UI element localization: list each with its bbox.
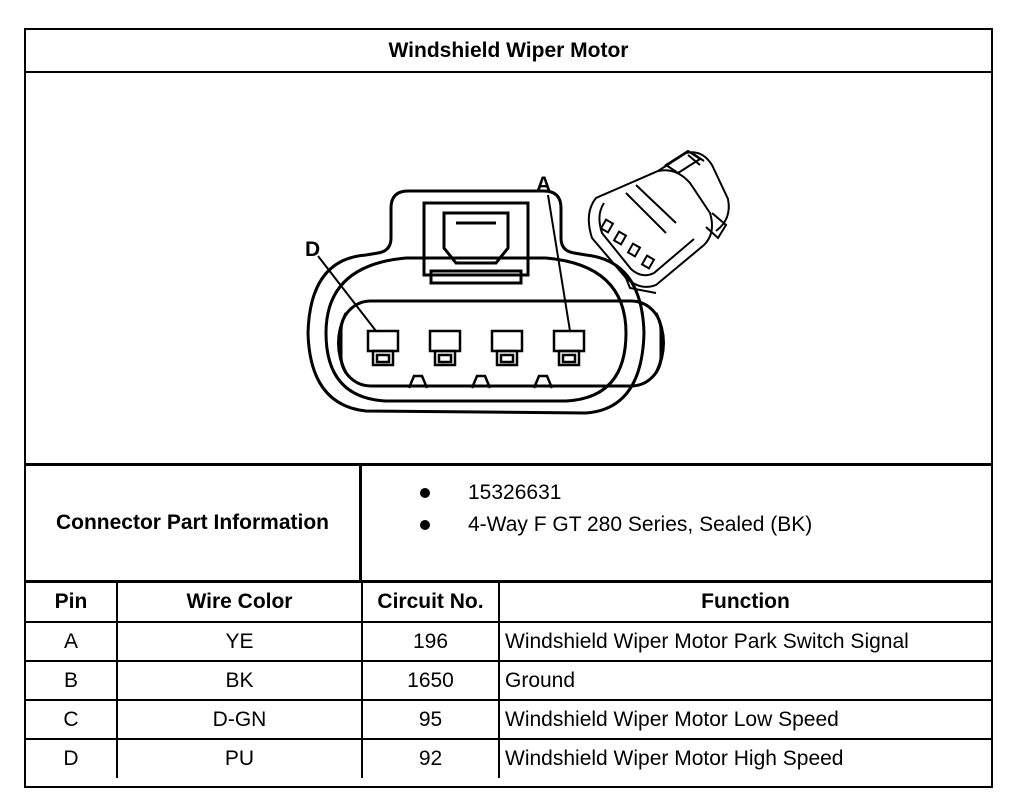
part-number: 15326631 <box>468 481 562 504</box>
page-title: Windshield Wiper Motor <box>26 30 991 73</box>
cell-wire-color: PU <box>116 738 363 778</box>
bullet-icon <box>420 488 430 498</box>
callout-leaders <box>317 194 571 332</box>
connector-inner-housing <box>324 256 628 403</box>
table-row: C D-GN 95 Windshield Wiper Motor Low Spe… <box>26 699 991 740</box>
cell-wire-color: YE <box>116 621 363 662</box>
callout-d: D <box>305 238 320 261</box>
pinout-table: Pin Wire Color Circuit No. Function A YE… <box>26 583 991 778</box>
connector-info-list: 15326631 4-Way F GT 280 Series, Sealed (… <box>362 466 991 580</box>
latch-arm <box>442 211 510 265</box>
connector-info-label: Connector Part Information <box>26 466 362 580</box>
cell-circuit-no: 92 <box>361 738 500 778</box>
cell-circuit-no: 1650 <box>361 660 500 701</box>
connector-isometric-view <box>587 149 730 294</box>
connector-outer-housing <box>306 189 646 415</box>
leader-d <box>317 255 377 332</box>
table-row: D PU 92 Windshield Wiper Motor High Spee… <box>26 738 991 778</box>
cell-function: Windshield Wiper Motor Low Speed <box>498 699 991 740</box>
header-wire-color: Wire Color <box>116 583 363 623</box>
terminal-d <box>366 329 400 367</box>
leader-a <box>547 194 571 332</box>
cell-function: Windshield Wiper Motor High Speed <box>498 738 991 778</box>
cell-pin: D <box>26 738 118 778</box>
cell-pin: C <box>26 699 118 740</box>
cell-pin: A <box>26 621 118 662</box>
cell-function: Windshield Wiper Motor Park Switch Signa… <box>498 621 991 662</box>
list-item: 4-Way F GT 280 Series, Sealed (BK) <box>362 510 991 540</box>
connector-description: 4-Way F GT 280 Series, Sealed (BK) <box>468 513 813 536</box>
header-pin: Pin <box>26 583 118 623</box>
header-circuit-no: Circuit No. <box>361 583 500 623</box>
connector-face-view: A D <box>305 149 730 415</box>
terminal-b <box>490 329 524 367</box>
latch <box>422 201 530 277</box>
cell-circuit-no: 95 <box>361 699 500 740</box>
contact-cavity <box>339 299 663 388</box>
cell-function: Ground <box>498 660 991 701</box>
cell-pin: B <box>26 660 118 701</box>
list-item: 15326631 <box>362 478 991 508</box>
cell-circuit-no: 196 <box>361 621 500 662</box>
terminal-a <box>552 329 586 367</box>
table-row: B BK 1650 Ground <box>26 660 991 701</box>
terminal-row <box>366 329 586 389</box>
connector-part-information: Connector Part Information 15326631 4-Wa… <box>26 466 991 583</box>
cell-wire-color: BK <box>116 660 363 701</box>
header-function: Function <box>498 583 991 623</box>
cell-wire-color: D-GN <box>116 699 363 740</box>
table-header-row: Pin Wire Color Circuit No. Function <box>26 583 991 623</box>
terminal-c <box>428 329 462 367</box>
connector-diagram: A D <box>26 73 991 466</box>
table-row: A YE 196 Windshield Wiper Motor Park Swi… <box>26 621 991 662</box>
callout-a: A <box>536 173 551 196</box>
bullet-icon <box>420 520 430 530</box>
diagram-frame: Windshield Wiper Motor <box>24 28 993 788</box>
